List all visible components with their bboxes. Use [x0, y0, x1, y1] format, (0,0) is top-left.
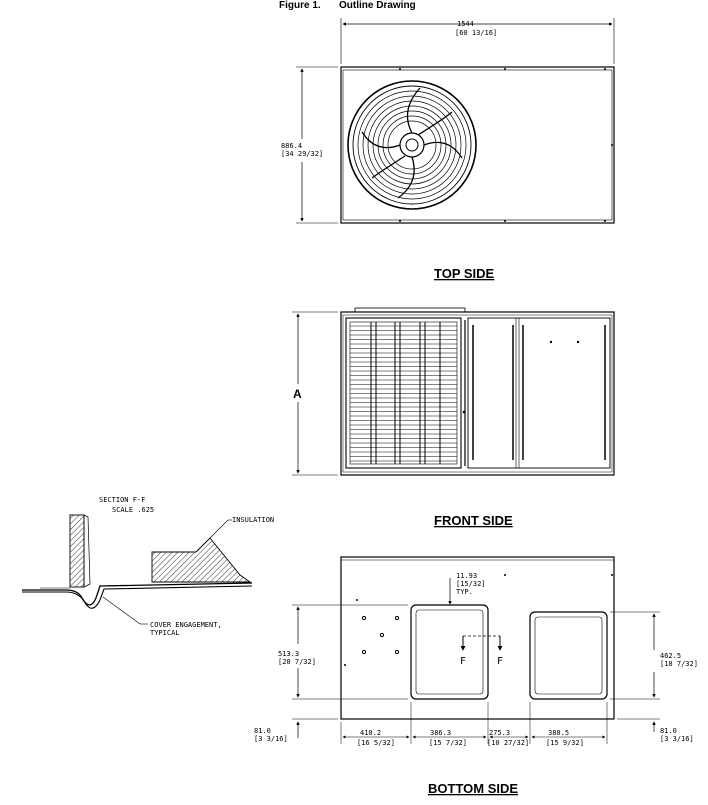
condenser-fan: [347, 80, 477, 210]
top-width-in: [60 13/16]: [455, 29, 497, 37]
dim-386-mm: 386.3: [430, 729, 451, 737]
insulation-label: INSULATION: [232, 516, 274, 524]
view-label-top: TOP SIDE: [434, 266, 495, 281]
right-height-in: [18 7/32]: [660, 660, 698, 668]
dim-386-in: [15 7/32]: [429, 739, 467, 747]
view-label-front: FRONT SIDE: [434, 513, 513, 528]
left-height-in: [20 7/32]: [278, 658, 316, 666]
figure-number: Figure 1.: [279, 0, 321, 11]
flange-note: TYP.: [456, 588, 473, 596]
right-height-mm: 462.5: [660, 652, 681, 660]
left-offset-in: [3 3/16]: [254, 735, 288, 743]
dim-410-mm: 410.2: [360, 729, 381, 737]
coil-grille: [350, 322, 457, 464]
right-offset-in: [3 3/16]: [660, 735, 694, 743]
dim-388-mm: 388.5: [548, 729, 569, 737]
flange-mm: 11.93: [456, 572, 477, 580]
front-view: [292, 307, 615, 476]
left-height-mm: 513.3: [278, 650, 299, 658]
bottom-view: [292, 556, 660, 744]
cut-label-left: F: [460, 656, 466, 667]
flange-in: [15/32]: [456, 580, 486, 588]
left-offset-mm: 81.0: [254, 727, 271, 735]
dim-410-in: [16 5/32]: [357, 739, 395, 747]
cut-label-right: F: [497, 656, 503, 667]
dim-275-mm: 275.3: [489, 729, 510, 737]
dim-275-in: [10 27/32]: [487, 739, 529, 747]
cover-engagement-label: COVER ENGAGEMENT,: [150, 621, 222, 629]
front-height-label: A: [293, 387, 302, 401]
view-label-bottom: BOTTOM SIDE: [428, 781, 518, 796]
top-width-mm: 1544: [457, 20, 474, 28]
dim-388-in: [15 9/32]: [546, 739, 584, 747]
figure-title: Outline Drawing: [339, 0, 416, 11]
top-depth-mm: 886.4: [281, 142, 302, 150]
top-depth-in: [34 29/32]: [281, 150, 323, 158]
section-scale: SCALE .625: [112, 506, 154, 514]
top-view: [296, 18, 615, 224]
section-title: SECTION F-F: [99, 496, 145, 504]
cover-typical-label: TYPICAL: [150, 629, 180, 637]
section-detail: [22, 514, 253, 625]
right-offset-mm: 81.0: [660, 727, 677, 735]
